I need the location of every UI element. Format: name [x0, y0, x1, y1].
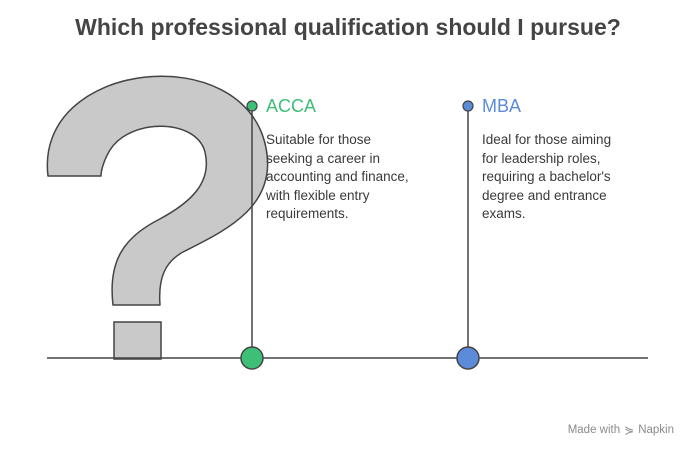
mba-marker [456, 100, 480, 370]
acca-marker [240, 100, 264, 370]
acca-description: Suitable for those seeking a career in a… [266, 131, 409, 224]
napkin-logo-icon: ⋟ [624, 423, 635, 437]
mba-description-line: Ideal for those aiming [482, 132, 612, 147]
acca-bottom-dot [240, 346, 264, 370]
acca-label: ACCA [266, 96, 317, 116]
acca-description-line: accounting and finance, [266, 169, 409, 184]
acca-description-line: Suitable for those [266, 132, 372, 147]
acca-description-line: with flexible entry [266, 187, 370, 203]
mba-description-line: for leadership roles, [482, 150, 601, 166]
mba-description: Ideal for those aiming for leadership ro… [482, 131, 611, 224]
mba-top-dot [462, 100, 474, 112]
mba-bottom-dot [456, 346, 480, 370]
napkin-brand-label: Napkin [638, 424, 674, 436]
mba-label: MBA [482, 96, 522, 116]
made-with-napkin[interactable]: Made with ⋟ Napkin [568, 423, 674, 437]
acca-top-dot [246, 100, 258, 112]
acca-description-line: requirements. [266, 206, 349, 221]
acca-description-line: seeking a career in [266, 150, 381, 166]
mba-description-line: requiring a bachelor's [482, 169, 611, 184]
diagram-title: Which professional qualification should … [75, 14, 621, 40]
made-with-label: Made with [567, 424, 621, 436]
question-mark-icon [46, 75, 269, 360]
mba-description-line: degree and entrance [482, 187, 607, 203]
mba-description-line: exams. [482, 206, 526, 221]
